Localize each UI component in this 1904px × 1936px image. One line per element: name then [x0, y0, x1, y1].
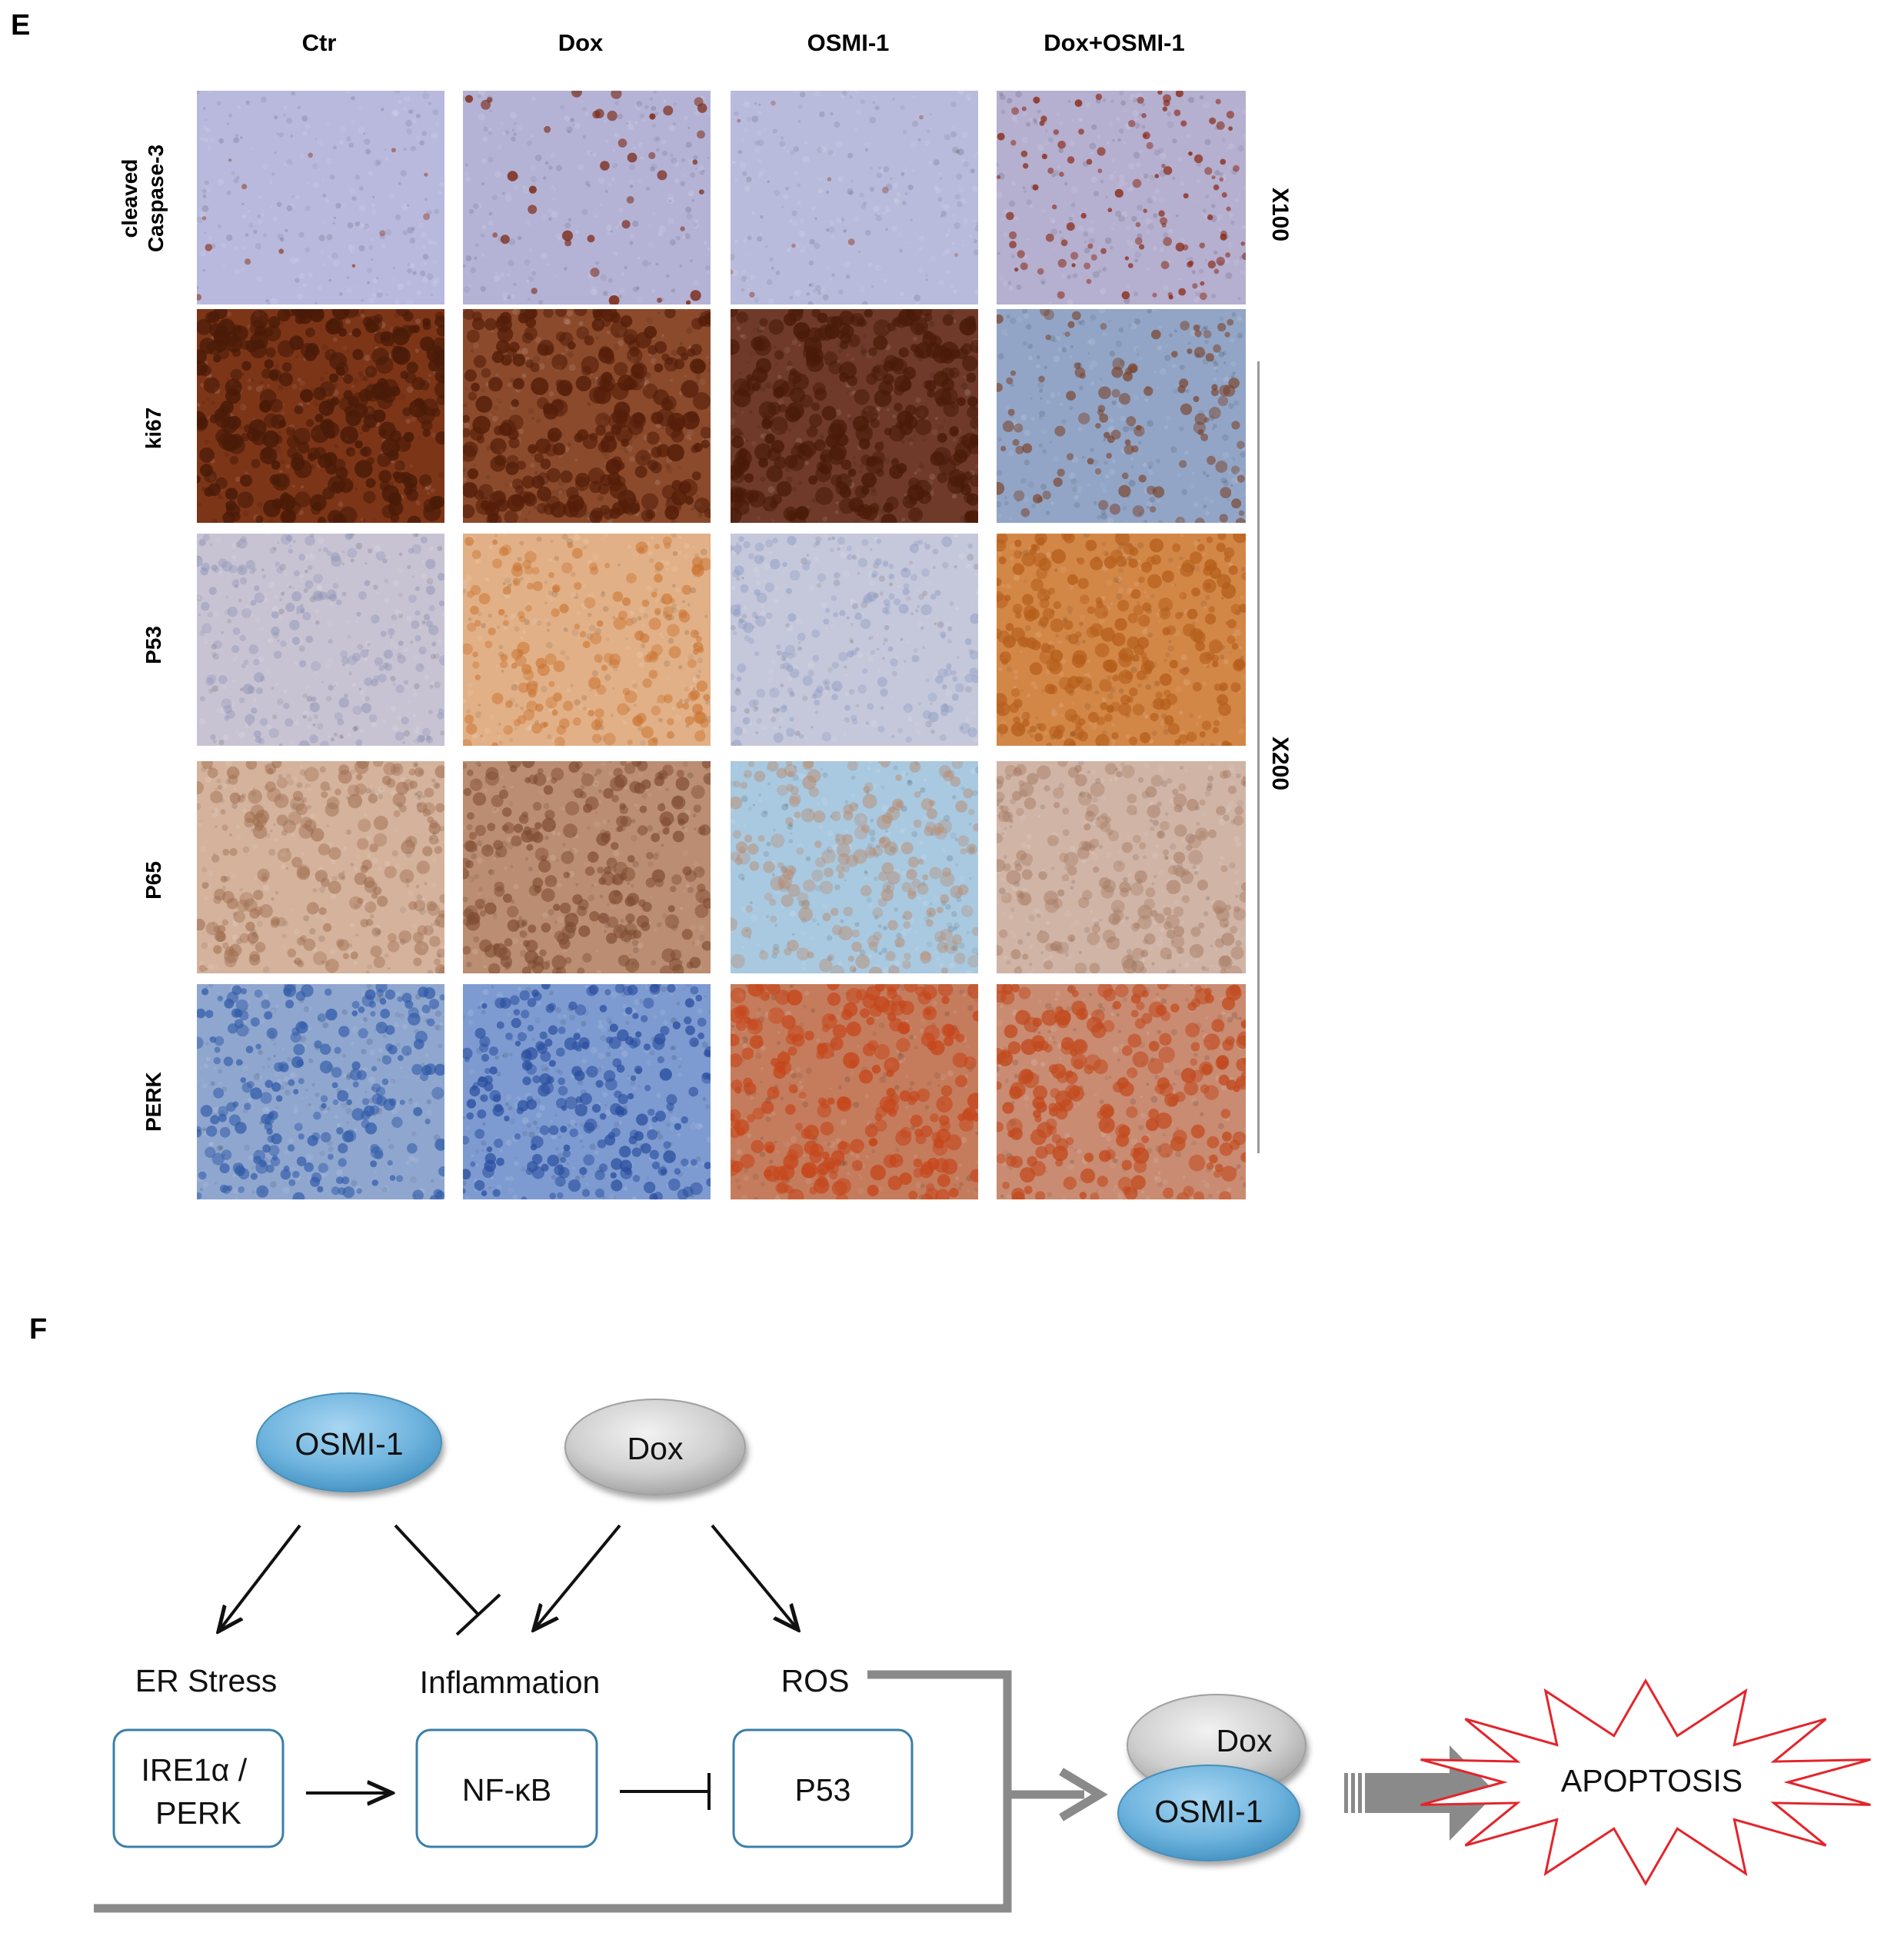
- ihc-tile-p65-dox: [463, 761, 711, 973]
- column-label-dox: Dox: [558, 29, 604, 56]
- osmi1-oval-label: OSMI-1: [295, 1426, 403, 1462]
- apoptosis-burst: APOPTOSIS: [1420, 1678, 1871, 1887]
- ihc-tile-p65-ctr: [197, 761, 444, 973]
- ihc-tile-ki67-dox-osmi1: [997, 309, 1246, 523]
- ihc-tile-p65-dox-osmi1: [997, 761, 1246, 973]
- ihc-tile-caspase3-dox: [463, 91, 711, 304]
- dox-oval-label: Dox: [627, 1431, 684, 1466]
- ihc-tile-p53-ctr: [197, 534, 444, 746]
- inflammation-label: Inflammation: [420, 1665, 601, 1700]
- combo-osmi1-label: OSMI-1: [1154, 1794, 1263, 1829]
- ihc-tile-ki67-ctr: [197, 309, 444, 523]
- gray-connector-arrow: [1007, 1768, 1108, 1821]
- column-label-osmi1: OSMI-1: [807, 29, 890, 56]
- x200-bracket-line: [1257, 361, 1260, 1153]
- ire1-perk-label: IRE1α / PERK: [141, 1752, 255, 1831]
- ihc-tile-p53-dox: [463, 534, 711, 746]
- ihc-tile-perk-dox-osmi1: [997, 984, 1246, 1199]
- combo-dox-label: Dox: [1217, 1723, 1273, 1758]
- nfkb-inhibits-p53-arrow: [620, 1773, 711, 1810]
- dox-to-ros-arrow: [711, 1524, 798, 1630]
- ihc-tile-caspase3-ctr: [197, 91, 444, 304]
- ihc-tile-perk-osmi1: [731, 984, 978, 1199]
- panel-e-letter: E: [11, 9, 31, 42]
- column-label-dox-osmi1: Dox+OSMI-1: [1044, 29, 1185, 56]
- apoptosis-label: APOPTOSIS: [1561, 1763, 1743, 1798]
- osmi-to-er-stress-arrow: [218, 1524, 301, 1632]
- p53-label: P53: [795, 1772, 851, 1808]
- combo-osmi1-oval: OSMI-1: [1117, 1765, 1300, 1861]
- dox-oval: Dox: [564, 1399, 746, 1495]
- ihc-tile-caspase3-dox-osmi1: [997, 91, 1246, 304]
- osmi1-oval: OSMI-1: [256, 1392, 442, 1492]
- p53-box: P53: [732, 1728, 914, 1848]
- ros-label: ROS: [781, 1663, 850, 1698]
- ire1-perk-box: IRE1α / PERK: [112, 1728, 285, 1848]
- ihc-tile-perk-ctr: [197, 984, 444, 1199]
- osmi-inhibits-inflammation-arrow: [394, 1524, 501, 1636]
- ihc-tile-p53-dox-osmi1: [997, 534, 1246, 746]
- column-label-ctr: Ctr: [301, 29, 337, 56]
- ihc-tile-ki67-dox: [463, 309, 711, 523]
- dox-to-inflammation-arrow: [534, 1524, 621, 1630]
- panel-f-letter: F: [29, 1313, 48, 1346]
- nfkb-box: NF-κB: [415, 1728, 598, 1848]
- ihc-tile-perk-dox: [463, 984, 711, 1199]
- ihc-tile-p53-osmi1: [731, 534, 978, 746]
- er-stress-label: ER Stress: [135, 1663, 278, 1698]
- ihc-tile-caspase3-osmi1: [731, 91, 978, 304]
- nfkb-label: NF-κB: [462, 1772, 551, 1808]
- ihc-tile-p65-osmi1: [731, 761, 978, 973]
- ihc-tile-ki67-osmi1: [731, 309, 978, 523]
